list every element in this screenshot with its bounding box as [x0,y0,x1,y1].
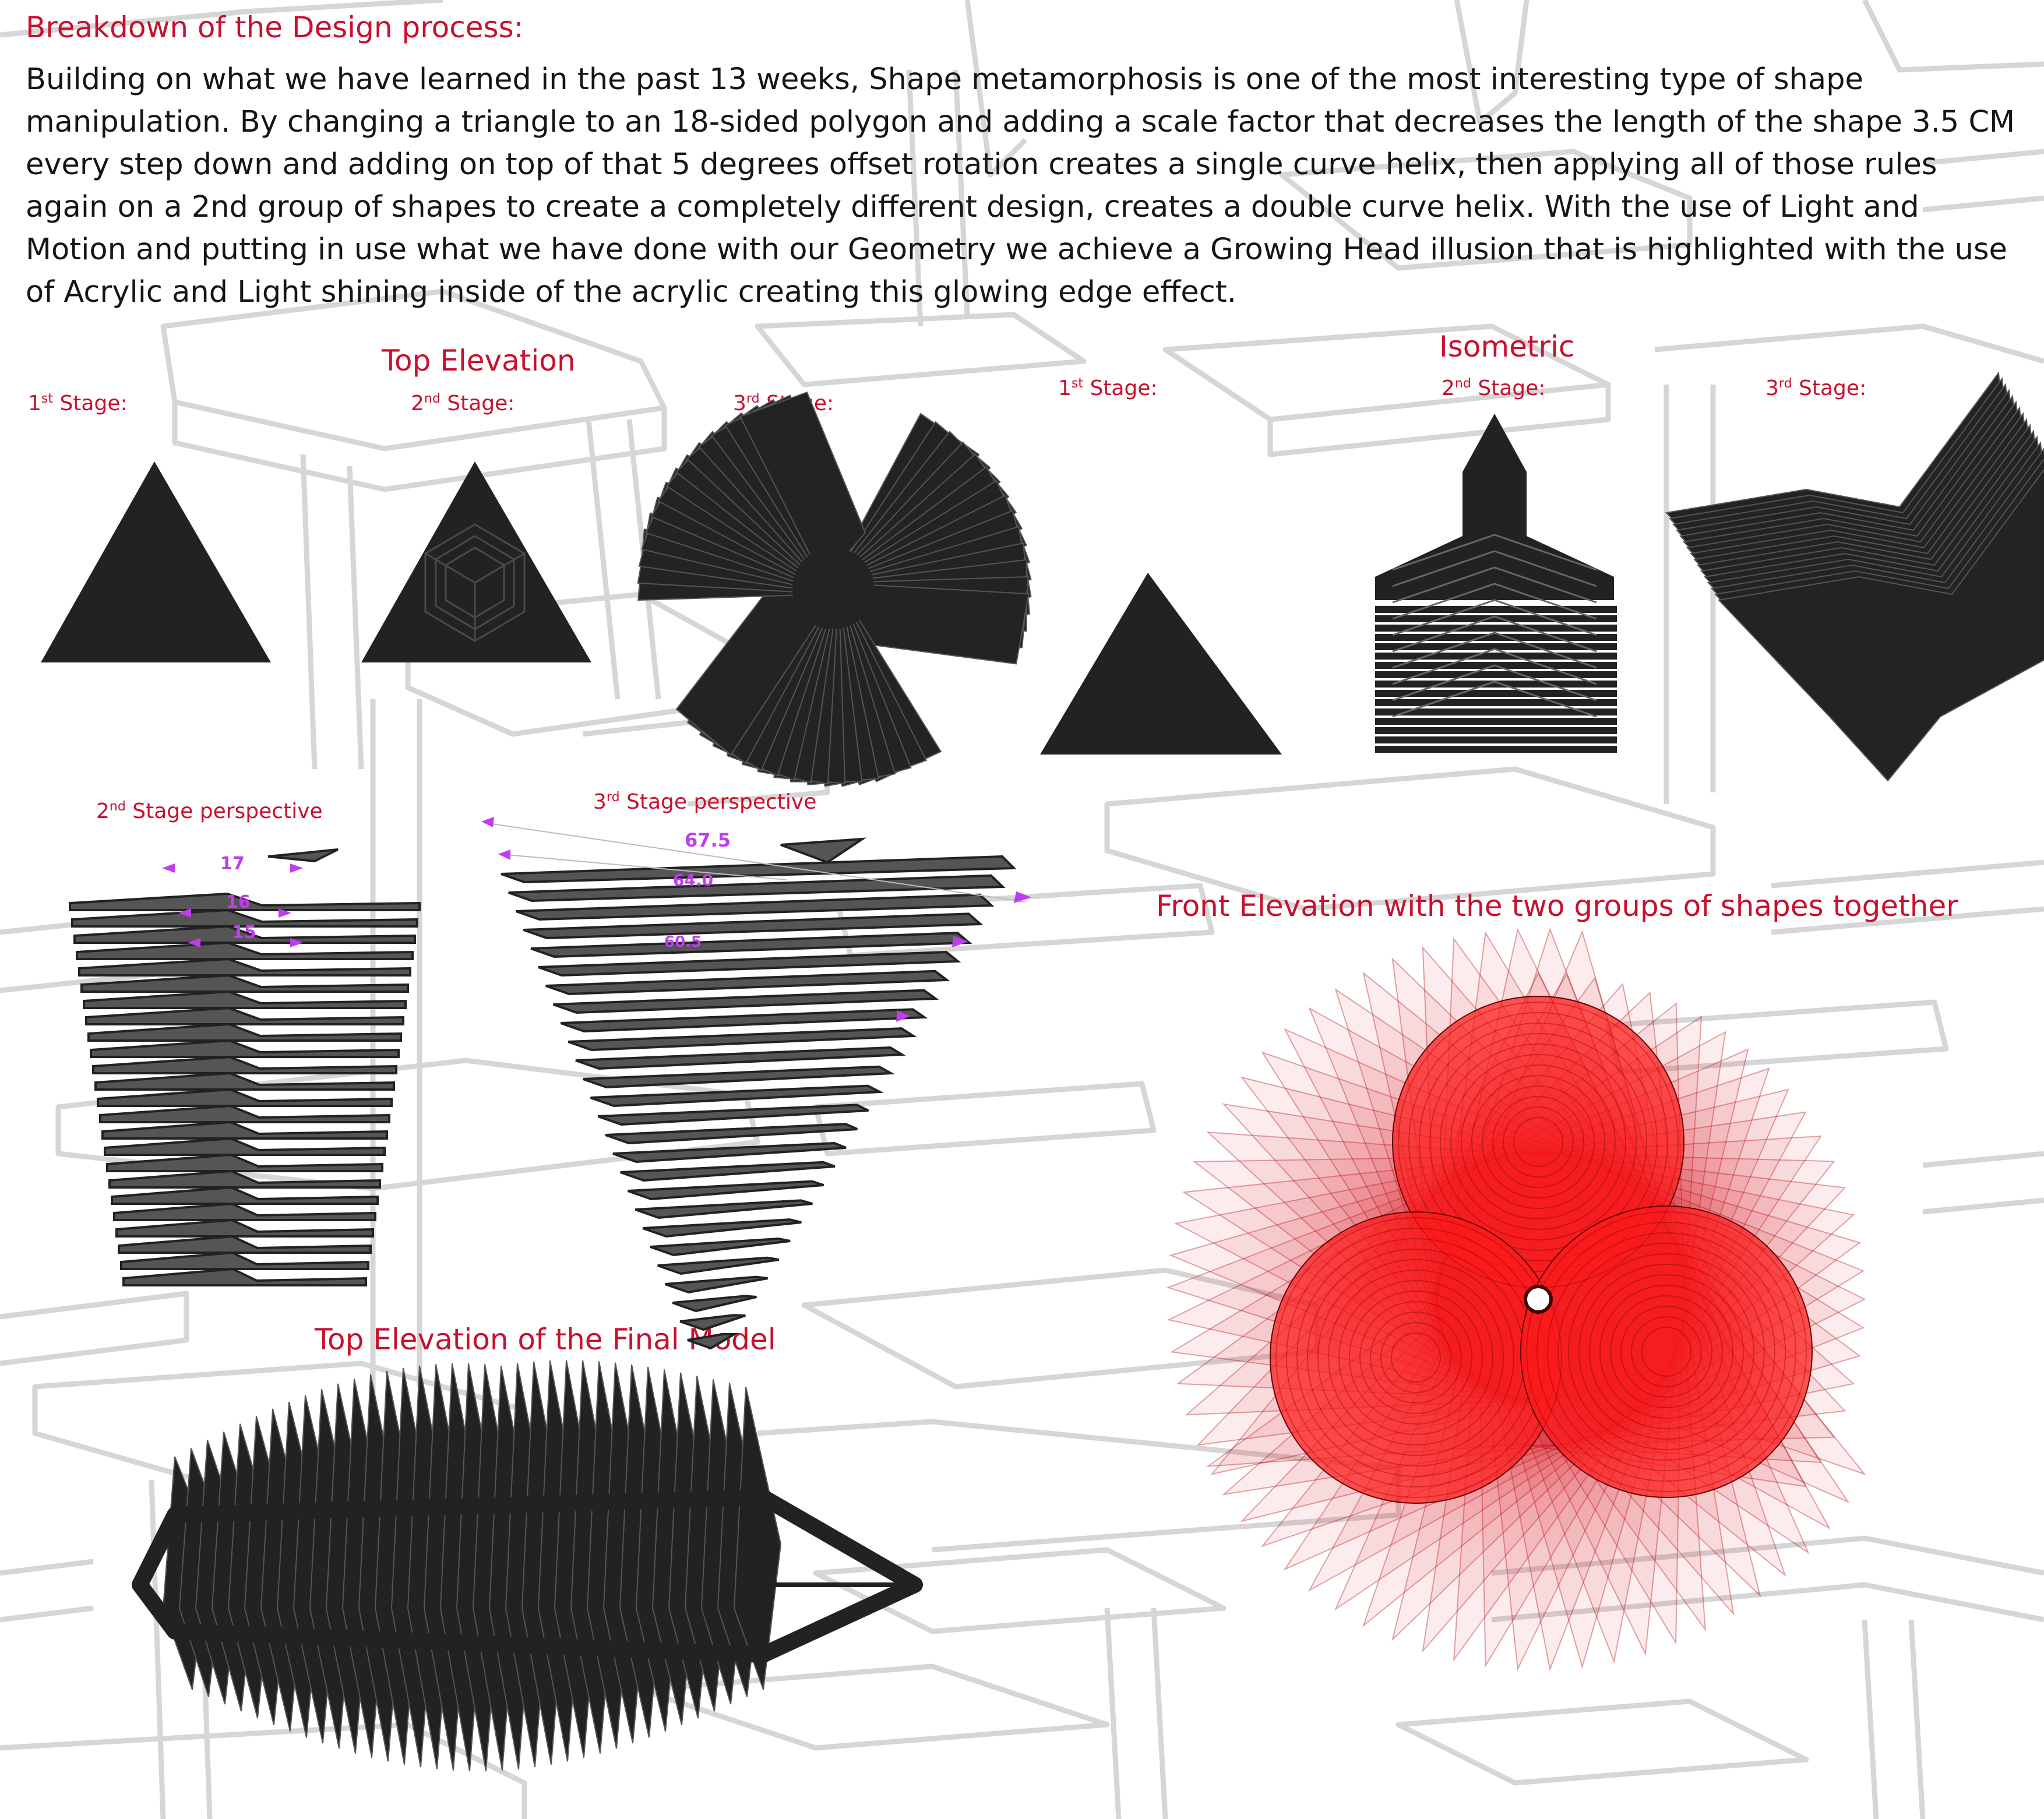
iso-stage-3-stack [1665,371,2044,782]
stage-3-perspective-label: 3rd Stage perspective [593,790,817,814]
stage-2-dimensions: 17 16 15 [162,854,303,947]
final-model-top-elevation [132,1360,923,1772]
iso-stage-3-label: 3rd Stage: [1765,376,1867,400]
isometric-heading: Isometric [1439,330,1575,364]
iso-stage-1-triangle [1040,573,1282,755]
stage-3-dim-3: 60.5 [664,933,702,951]
iso-stage-2-stack [1375,414,1617,753]
stage-2-dim-1: 17 [220,854,245,874]
stage-3-dimensions: 67.5 64.0 60.5 [481,817,1031,1022]
stage-3-dim-2: 64.0 [673,870,713,890]
top-stage-2-label: 2nd Stage: [411,392,515,415]
top-stage-1-label: 1st Stage: [28,392,128,415]
stage-3-dim-1: 67.5 [685,829,731,851]
stage-2-perspective-stack [69,848,421,1286]
iso-stage-1-label: 1st Stage: [1058,376,1158,400]
iso-stage-2-label: 2nd Stage: [1442,376,1546,400]
stage-3-perspective-stack [501,837,1017,1350]
top-elevation-heading: Top Elevation [382,344,576,378]
top-stage-3-propeller [637,392,1032,787]
front-elevation-heading: Front Elevation with the two groups of s… [1156,889,1958,923]
stage-2-dim-3: 15 [232,922,256,943]
page-header: Breakdown of the Design process: [26,10,524,44]
top-stage-2-triangle [361,461,591,662]
top-stage-1-triangle [41,461,271,662]
stage-2-perspective-label: 2nd Stage perspective [96,799,323,823]
front-elevation-acrylic-assembly [1166,927,1866,1672]
stage-2-dim-2: 16 [226,892,251,912]
description-paragraph: Building on what we have learned in the … [26,62,2015,309]
